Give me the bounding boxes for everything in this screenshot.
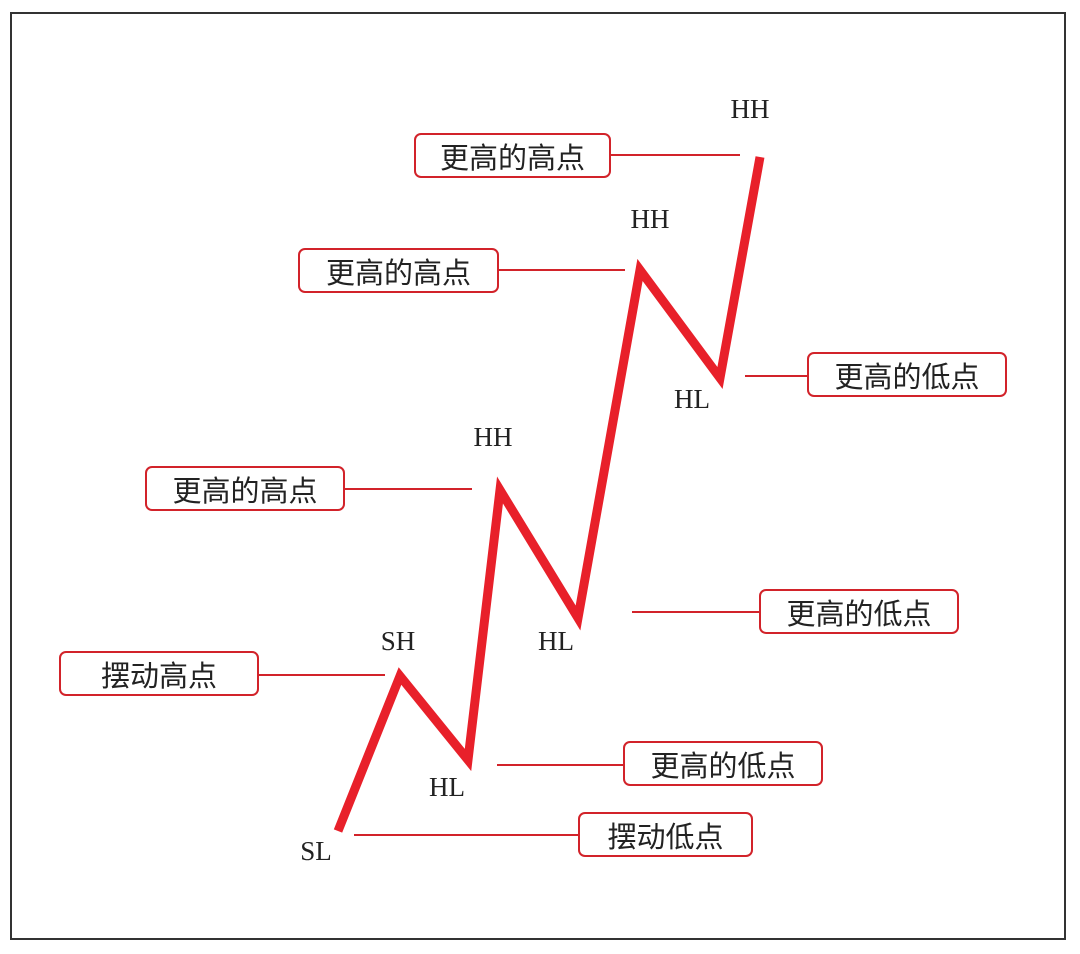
- point-label-hh3: HH: [730, 94, 770, 124]
- label-higher-low-2: 更高的低点: [759, 589, 959, 634]
- point-label-hl3: HL: [674, 384, 710, 414]
- price-zigzag-line: [333, 156, 765, 833]
- label-higher-low-3: 更高的低点: [807, 352, 1007, 397]
- point-label-hl2: HL: [538, 626, 574, 656]
- point-label-hh1: HH: [473, 422, 513, 452]
- label-swing-low: 摆动低点: [578, 812, 753, 857]
- label-swing-high: 摆动高点: [59, 651, 259, 696]
- point-label-sl: SL: [300, 836, 332, 866]
- label-higher-high-3: 更高的高点: [414, 133, 611, 178]
- label-higher-low-1: 更高的低点: [623, 741, 823, 786]
- diagram-frame: [10, 12, 1066, 940]
- label-higher-high-2: 更高的高点: [298, 248, 499, 293]
- point-label-hl1: HL: [429, 772, 465, 802]
- label-higher-high-1: 更高的高点: [145, 466, 345, 511]
- point-label-hh2: HH: [630, 204, 670, 234]
- point-label-sh: SH: [380, 626, 416, 656]
